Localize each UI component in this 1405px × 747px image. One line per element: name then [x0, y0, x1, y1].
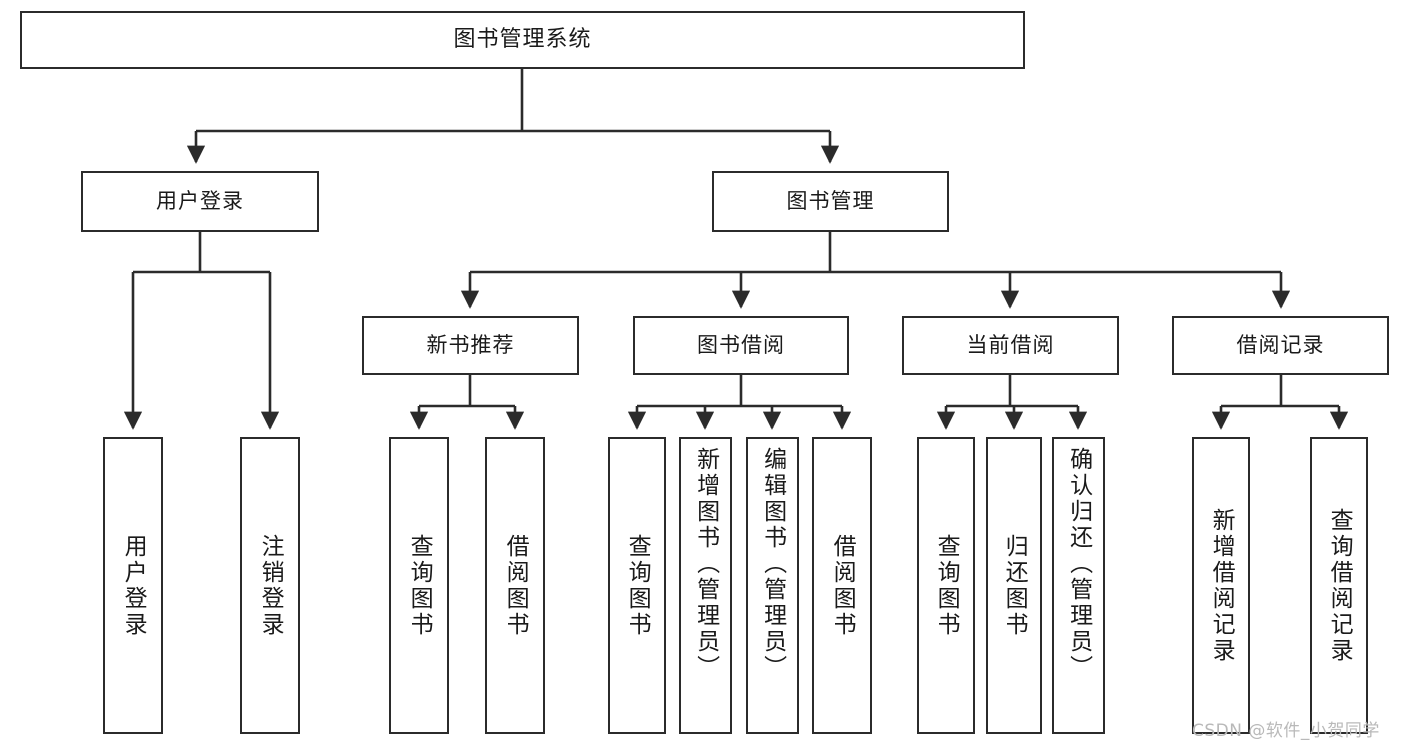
node-root-label: 图书管理系统: [453, 27, 592, 53]
node-root[interactable]: 图书管理系统: [20, 11, 1025, 69]
leaf-query-book-3-label: 查询图书: [933, 533, 960, 638]
leaf-query-book-2[interactable]: 查询图书: [608, 437, 666, 734]
leaf-user-login-label: 用户登录: [120, 533, 147, 638]
node-borrow-record[interactable]: 借阅记录: [1172, 316, 1389, 375]
leaf-return-book[interactable]: 归还图书: [986, 437, 1042, 734]
leaf-borrow-book-2-label: 借阅图书: [829, 533, 856, 638]
leaf-confirm-return[interactable]: 确认归还（管理员）: [1052, 437, 1105, 734]
node-book-manage[interactable]: 图书管理: [712, 171, 949, 232]
leaf-query-record-label: 查询借阅记录: [1326, 507, 1353, 664]
csdn-watermark: CSDN @软件_小贺同学: [1192, 721, 1380, 741]
leaf-query-record[interactable]: 查询借阅记录: [1310, 437, 1368, 734]
leaf-borrow-book-1-label: 借阅图书: [502, 533, 529, 638]
node-new-book-rec[interactable]: 新书推荐: [362, 316, 579, 375]
leaf-add-book[interactable]: 新增图书（管理员）: [679, 437, 732, 734]
leaf-borrow-book-2[interactable]: 借阅图书: [812, 437, 872, 734]
leaf-add-record[interactable]: 新增借阅记录: [1192, 437, 1250, 734]
leaf-query-book-3[interactable]: 查询图书: [917, 437, 975, 734]
leaf-logout-label: 注销登录: [257, 533, 284, 638]
leaf-add-book-label: 新增图书（管理员）: [692, 447, 719, 681]
node-borrow-record-label: 借阅记录: [1236, 333, 1325, 358]
node-book-manage-label: 图书管理: [786, 189, 875, 214]
leaf-edit-book[interactable]: 编辑图书（管理员）: [746, 437, 799, 734]
node-new-book-rec-label: 新书推荐: [426, 333, 515, 358]
node-book-borrow-label: 图书借阅: [697, 333, 785, 358]
leaf-add-record-label: 新增借阅记录: [1208, 507, 1235, 664]
node-user-login-label: 用户登录: [156, 189, 244, 214]
node-book-borrow[interactable]: 图书借阅: [633, 316, 849, 375]
node-user-login[interactable]: 用户登录: [81, 171, 319, 232]
leaf-edit-book-label: 编辑图书（管理员）: [759, 447, 786, 681]
node-current-borrow[interactable]: 当前借阅: [902, 316, 1119, 375]
leaf-user-login[interactable]: 用户登录: [103, 437, 163, 734]
leaf-return-book-label: 归还图书: [1001, 533, 1028, 638]
leaf-logout[interactable]: 注销登录: [240, 437, 300, 734]
leaf-borrow-book-1[interactable]: 借阅图书: [485, 437, 545, 734]
leaf-query-book-1-label: 查询图书: [406, 533, 433, 638]
leaf-query-book-2-label: 查询图书: [624, 533, 651, 638]
leaf-confirm-return-label: 确认归还（管理员）: [1065, 447, 1092, 681]
node-current-borrow-label: 当前借阅: [966, 333, 1055, 358]
leaf-query-book-1[interactable]: 查询图书: [389, 437, 449, 734]
